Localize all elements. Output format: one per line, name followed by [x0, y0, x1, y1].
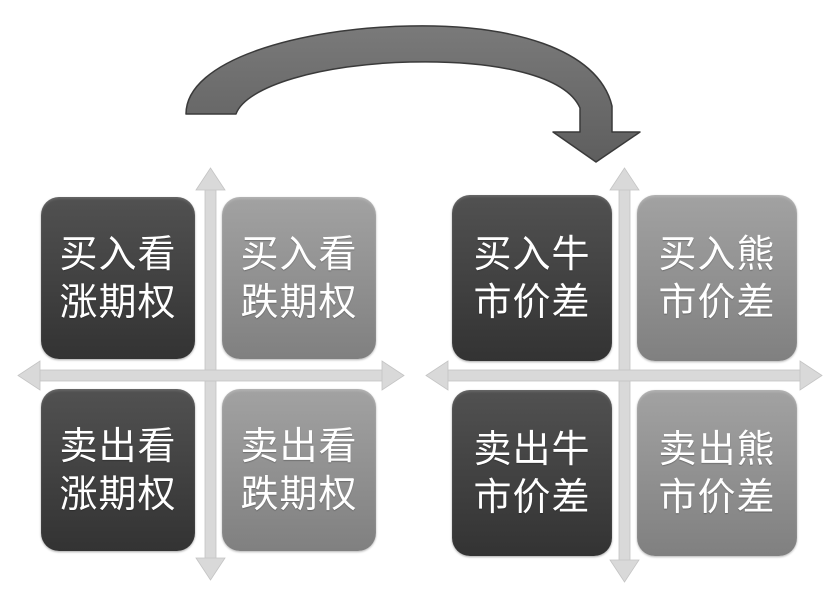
- tile-sell-put-option-label: 卖出看 跌期权: [240, 424, 358, 516]
- tile-buy-bull-spread-label: 买入牛 市价差: [473, 232, 591, 324]
- left-horizontal-axis: [17, 360, 405, 391]
- tile-sell-bear-spread-label: 卖出熊 市价差: [658, 427, 776, 519]
- right-axes: [425, 167, 823, 583]
- left-axes: [17, 167, 405, 581]
- tile-buy-put-option: 买入看 跌期权: [222, 197, 376, 359]
- tile-buy-call-option: 买入看 涨期权: [41, 197, 195, 359]
- tile-buy-put-option-label: 买入看 跌期权: [240, 232, 358, 324]
- curved-transition-arrow: [185, 25, 641, 163]
- tile-buy-bull-spread: 买入牛 市价差: [452, 195, 612, 361]
- tile-sell-bull-spread-label: 卖出牛 市价差: [473, 427, 591, 519]
- tile-buy-call-option-label: 买入看 涨期权: [59, 232, 177, 324]
- tile-buy-bear-spread: 买入熊 市价差: [637, 195, 797, 361]
- tile-sell-bull-spread: 卖出牛 市价差: [452, 390, 612, 556]
- tile-sell-bear-spread: 卖出熊 市价差: [637, 390, 797, 556]
- tile-sell-put-option: 卖出看 跌期权: [222, 389, 376, 551]
- tile-sell-call-option-label: 卖出看 涨期权: [59, 424, 177, 516]
- tile-sell-call-option: 卖出看 涨期权: [41, 389, 195, 551]
- right-horizontal-axis: [425, 360, 823, 391]
- tile-buy-bear-spread-label: 买入熊 市价差: [658, 232, 776, 324]
